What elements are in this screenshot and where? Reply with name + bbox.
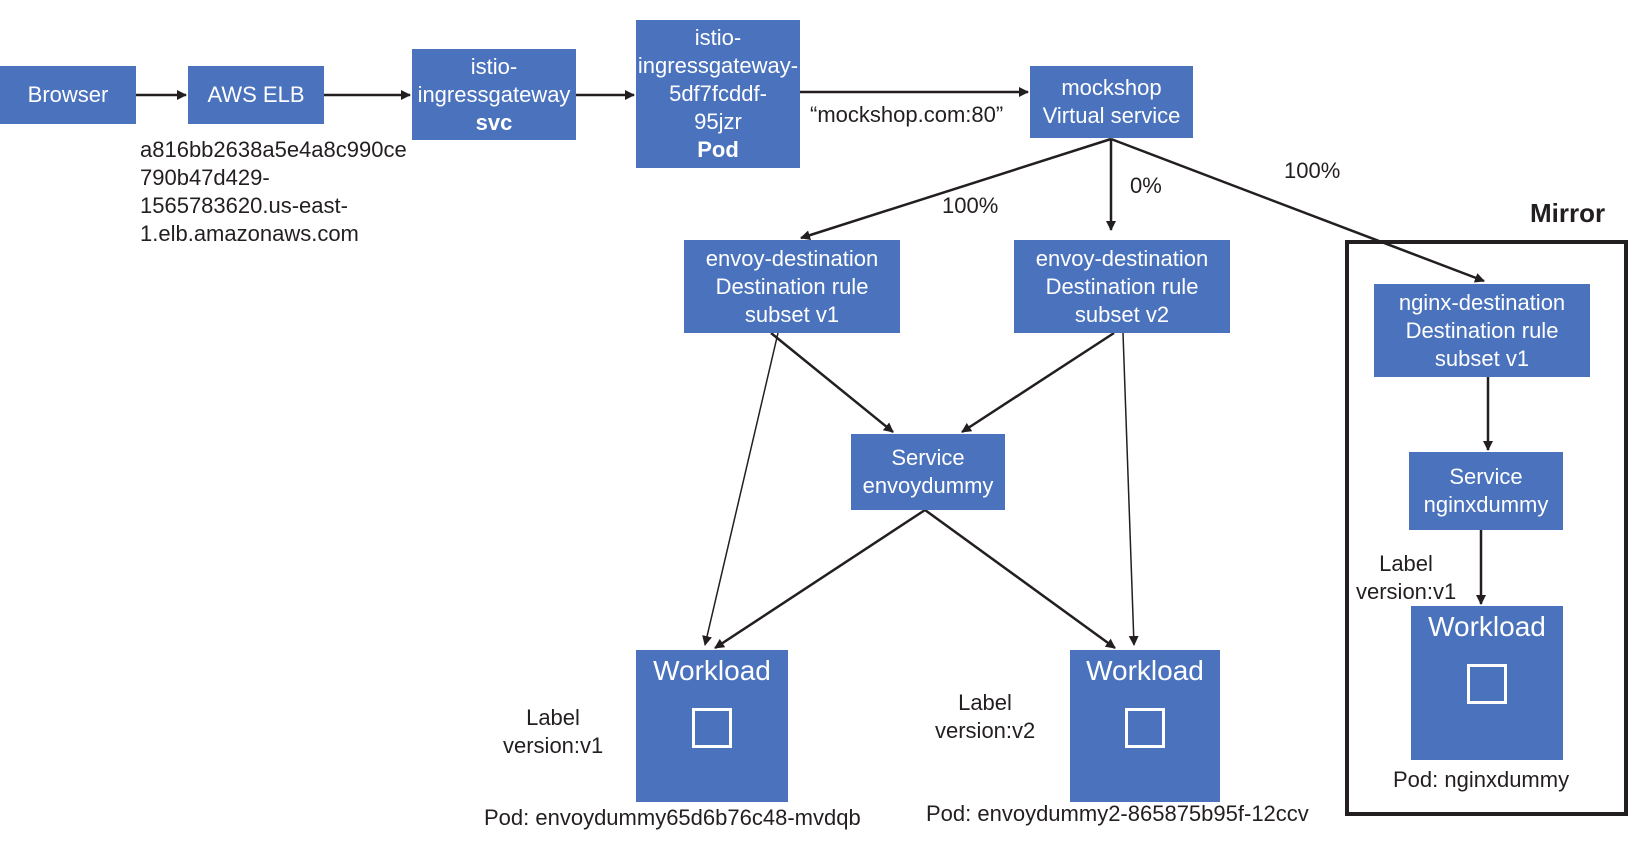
workload-3-label: Workload: [1428, 611, 1546, 642]
arrow-service-to-workload2: [924, 508, 1116, 650]
arrow-envoy-v2-to-service: [961, 331, 1115, 434]
istio-svc-box: istio- ingressgateway svc: [412, 49, 576, 140]
container-icon: [692, 708, 732, 748]
mockshop-vs-line1: mockshop: [1061, 75, 1162, 100]
host-route-label: “mockshop.com:80”: [810, 102, 1004, 127]
envoy-dest-v2-box: envoy-destination Destination rule subse…: [1014, 240, 1230, 333]
service-envoy-line1: Service: [891, 445, 965, 470]
label-mirror-version-v1: Label version:v1: [1356, 550, 1456, 606]
service-envoy-box: Service envoydummy: [851, 434, 1005, 510]
label-mirror-version-v1-line1: Label: [1379, 551, 1433, 576]
nginx-dest-v1-line2: Destination rule: [1405, 317, 1559, 343]
label-version-v2: Label version:v2: [935, 689, 1035, 745]
pod-3-label: Pod: nginxdummy: [1393, 767, 1570, 792]
istio-pod-line1: istio-: [694, 25, 742, 50]
nginx-dest-v1-line3: subset v1: [1434, 345, 1530, 371]
envoy-dest-v1-line3: subset v1: [744, 301, 840, 327]
istio-pod-box: istio- ingressgateway- 5df7fcddf- 95jzr …: [636, 20, 800, 168]
arrow-envoy-v2-to-workload2: [1122, 332, 1139, 646]
envoy-dest-v2-line2: Destination rule: [1045, 273, 1199, 299]
workload-2-box: Workload: [1070, 650, 1220, 802]
label-version-v1-line2: version:v1: [503, 733, 604, 758]
label-version-v1: Label version:v1: [503, 704, 603, 760]
service-nginx-line2: nginxdummy: [1423, 492, 1549, 517]
percent-mirror-label: 100%: [1284, 158, 1341, 183]
service-nginx-line1: Service: [1449, 464, 1523, 489]
workload-1-label: Workload: [653, 655, 771, 686]
workload-2-label: Workload: [1086, 655, 1204, 686]
aws-elb-box: AWS ELB: [188, 66, 324, 124]
nginx-dest-v1-line1: nginx-destination: [1398, 289, 1566, 315]
workload-1-box: Workload: [636, 650, 788, 802]
mirror-frame: [1345, 240, 1628, 816]
envoy-dest-v1-box: envoy-destination Destination rule subse…: [684, 240, 900, 333]
arrow-vs-to-envoy-v1: [800, 137, 1112, 241]
browser-box: Browser: [0, 66, 136, 124]
istio-svc-line3: svc: [475, 109, 513, 135]
arrow-vs-to-nginx: [1110, 137, 1485, 283]
mockshop-vs-box: mockshop Virtual service: [1030, 66, 1193, 138]
istio-pod-line2: ingressgateway-: [637, 53, 799, 78]
elb-hostname-line: 1.elb.amazonaws.com: [140, 221, 359, 246]
envoy-dest-v2-line1: envoy-destination: [1035, 245, 1209, 271]
service-nginx-box: Service nginxdummy: [1409, 452, 1563, 530]
elb-hostname-line: 1565783620.us-east-: [140, 193, 348, 218]
istio-svc-line1: istio-: [470, 53, 518, 79]
elb-hostname-line: a816bb2638a5e4a8c990ce: [140, 137, 407, 162]
pod-1-label: Pod: envoydummy65d6b76c48-mvdqb: [484, 805, 861, 830]
envoy-dest-v2-line3: subset v2: [1074, 301, 1170, 327]
label-version-v2-line1: Label: [958, 690, 1012, 715]
arrow-envoy-v1-to-service: [770, 332, 894, 433]
envoy-dest-v1-line2: Destination rule: [715, 273, 869, 299]
arrow-envoy-v1-to-workload1: [702, 332, 779, 646]
browser-label: Browser: [27, 82, 109, 107]
label-version-v2-line2: version:v2: [935, 718, 1036, 743]
elb-hostname-line: 790b47d429-: [140, 165, 270, 190]
mockshop-vs-line2: Virtual service: [1042, 103, 1181, 128]
container-icon: [1467, 664, 1507, 704]
percent-v1-label: 100%: [942, 193, 999, 218]
arrow-service-to-workload1: [714, 508, 926, 650]
istio-pod-line4: 95jzr: [694, 109, 742, 134]
mirror-title: Mirror: [1530, 198, 1606, 228]
aws-elb-label: AWS ELB: [207, 82, 305, 107]
istio-pod-line5: Pod: [697, 137, 739, 162]
container-icon: [1125, 708, 1165, 748]
service-envoy-line2: envoydummy: [862, 473, 994, 498]
envoy-dest-v1-line1: envoy-destination: [705, 245, 879, 271]
istio-svc-line2: ingressgateway: [417, 81, 571, 107]
label-mirror-version-v1-line2: version:v1: [1356, 579, 1457, 604]
istio-pod-line3: 5df7fcddf-: [669, 81, 767, 106]
label-version-v1-line1: Label: [526, 705, 580, 730]
percent-v2-label: 0%: [1130, 173, 1162, 198]
elb-hostname: a816bb2638a5e4a8c990ce 790b47d429- 15657…: [140, 136, 407, 248]
nginx-dest-v1-box: nginx-destination Destination rule subse…: [1374, 284, 1590, 377]
workload-3-box: Workload: [1411, 606, 1563, 760]
pod-2-label: Pod: envoydummy2-865875b95f-12ccv: [926, 801, 1309, 826]
